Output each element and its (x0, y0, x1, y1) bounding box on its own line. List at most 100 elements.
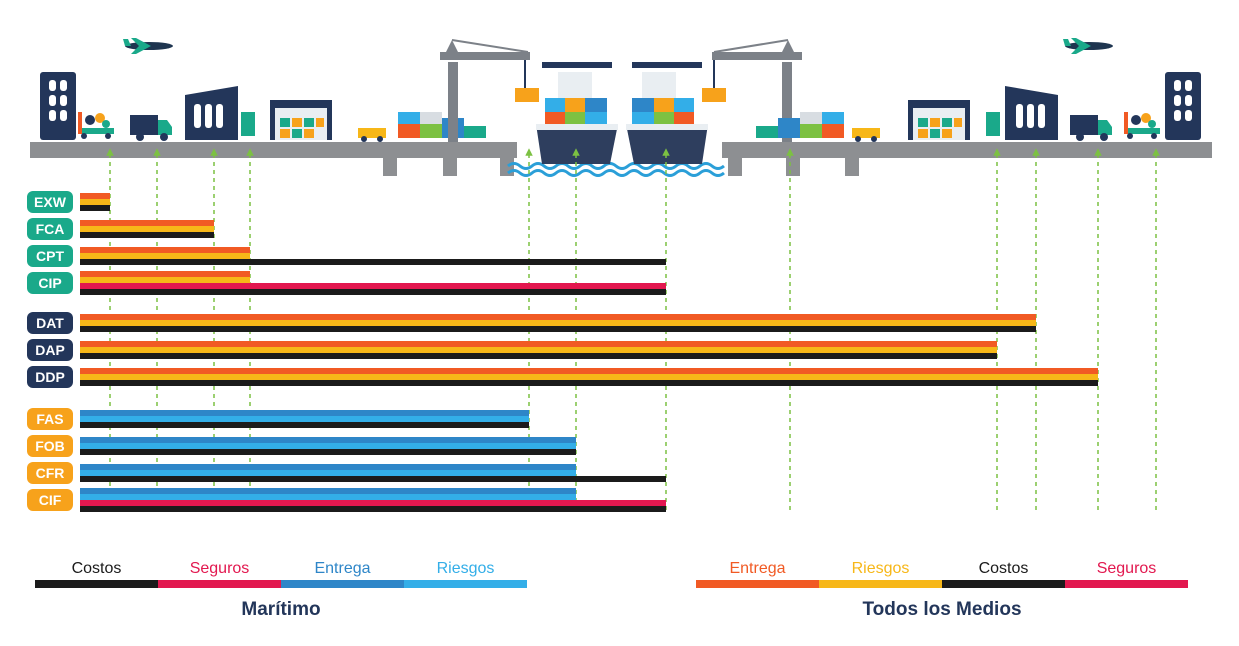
dock (30, 142, 1212, 176)
incoterm-code: CIP (38, 275, 61, 291)
incoterm-badge-cpt: CPT (27, 245, 73, 267)
incoterm-code: FOB (35, 438, 65, 454)
bar-stripe-costos (80, 353, 997, 359)
badge-background (27, 462, 73, 484)
legend-swatch-costos (942, 580, 1065, 588)
incoterm-bar-dat (80, 314, 1036, 332)
bar-stripe-seguros (80, 283, 666, 289)
building-icon (40, 72, 76, 140)
badge-background (27, 218, 73, 240)
bar-stripe-costos (80, 259, 666, 265)
bar-stripe-costos (80, 326, 1036, 332)
badge-background (27, 489, 73, 511)
truck-icon (130, 115, 172, 141)
incoterm-bar-cif (80, 488, 666, 512)
bar-stripe-entrega-all (80, 247, 250, 253)
bar-stripe-entrega-mar (80, 488, 576, 494)
truck-icon (1070, 115, 1112, 141)
legend-label-costos: Costos (72, 560, 122, 577)
legend-label-entrega: Entrega (314, 560, 370, 577)
legend-label-entrega: Entrega (729, 560, 785, 577)
forklift-icon (78, 112, 114, 139)
badge-background (27, 272, 73, 294)
bar-stripe-riesgos-mar (80, 443, 576, 449)
legend-swatch-entrega (696, 580, 819, 588)
legend-swatch-entrega (281, 580, 404, 588)
legend-swatch-seguros (158, 580, 281, 588)
warehouse-icon (908, 100, 970, 140)
bar-stripe-costos (80, 205, 110, 211)
legend-title: Marítimo (241, 599, 320, 620)
incoterm-code: CFR (36, 465, 65, 481)
water-icon (507, 162, 725, 177)
incoterm-badge-cfr: CFR (27, 462, 73, 484)
airplane-icon (1063, 38, 1113, 54)
warehouse-icon (185, 86, 255, 140)
bar-stripe-entrega-mar (80, 437, 576, 443)
incoterm-badges: EXW FCA CPT CIP DAT DAP DDP FAS FOB CFR CIF (27, 191, 73, 511)
forklift-icon (1124, 112, 1160, 139)
bar-stripe-riesgos-all (80, 347, 997, 353)
incoterm-bar-cfr (80, 464, 666, 482)
incoterm-code: DAP (35, 342, 65, 358)
incoterm-badge-exw: EXW (27, 191, 73, 213)
incoterm-code: CIF (39, 492, 62, 508)
bar-stripe-entrega-all (80, 220, 214, 226)
legend-label-seguros: Seguros (190, 560, 250, 577)
container-stack-icon (358, 112, 486, 142)
bar-stripe-riesgos-all (80, 320, 1036, 326)
bar-stripe-entrega-mar (80, 410, 529, 416)
incoterm-code: EXW (34, 194, 67, 210)
incoterm-badge-dat: DAT (27, 312, 73, 334)
crane-icon (712, 39, 802, 142)
incoterm-bars (80, 193, 1098, 512)
bar-stripe-costos (80, 422, 529, 428)
crane-icon (440, 39, 530, 142)
incoterm-bar-cip (80, 271, 666, 295)
badge-background (27, 245, 73, 267)
bar-stripe-riesgos-all (80, 374, 1098, 380)
incoterm-code: CPT (36, 248, 64, 264)
incoterm-badge-cip: CIP (27, 272, 73, 294)
bar-stripe-entrega-mar (80, 464, 576, 470)
bar-stripe-costos (80, 232, 214, 238)
incoterm-bar-exw (80, 193, 110, 211)
bar-stripe-riesgos-mar (80, 470, 576, 476)
incoterm-badge-ddp: DDP (27, 366, 73, 388)
bar-stripe-riesgos-all (80, 253, 250, 259)
incoterm-badge-fas: FAS (27, 408, 73, 430)
legend-label-costos: Costos (979, 560, 1029, 577)
legend-label-riesgos: Riesgos (852, 560, 910, 577)
bar-stripe-costos (80, 449, 576, 455)
badge-background (27, 435, 73, 457)
incoterm-code: FCA (36, 221, 65, 237)
bar-stripe-riesgos-all (80, 277, 250, 283)
incoterm-badge-fca: FCA (27, 218, 73, 240)
badge-background (27, 312, 73, 334)
bar-stripe-entrega-all (80, 341, 997, 347)
incoterm-bar-ddp (80, 368, 1098, 386)
bar-stripe-costos (80, 289, 666, 295)
container-stack-icon (756, 112, 880, 142)
incoterm-bar-dap (80, 341, 997, 359)
legend-swatch-costos (35, 580, 158, 588)
legend-swatch-seguros (1065, 580, 1188, 588)
bar-stripe-entrega-all (80, 193, 110, 199)
bar-stripe-seguros (80, 500, 666, 506)
bar-stripe-entrega-all (80, 368, 1098, 374)
legend-label-riesgos: Riesgos (437, 560, 495, 577)
badge-background (27, 191, 73, 213)
incoterm-badge-dap: DAP (27, 339, 73, 361)
incoterm-code: DDP (35, 369, 65, 385)
incoterm-code: FAS (36, 411, 63, 427)
incoterm-badge-fob: FOB (27, 435, 73, 457)
incoterm-code: DAT (36, 315, 64, 331)
incoterm-bar-fas (80, 410, 529, 428)
bar-stripe-riesgos-mar (80, 416, 529, 422)
bar-stripe-costos (80, 506, 666, 512)
incoterm-bar-fob (80, 437, 576, 455)
cargo-ship-icon (536, 62, 618, 164)
